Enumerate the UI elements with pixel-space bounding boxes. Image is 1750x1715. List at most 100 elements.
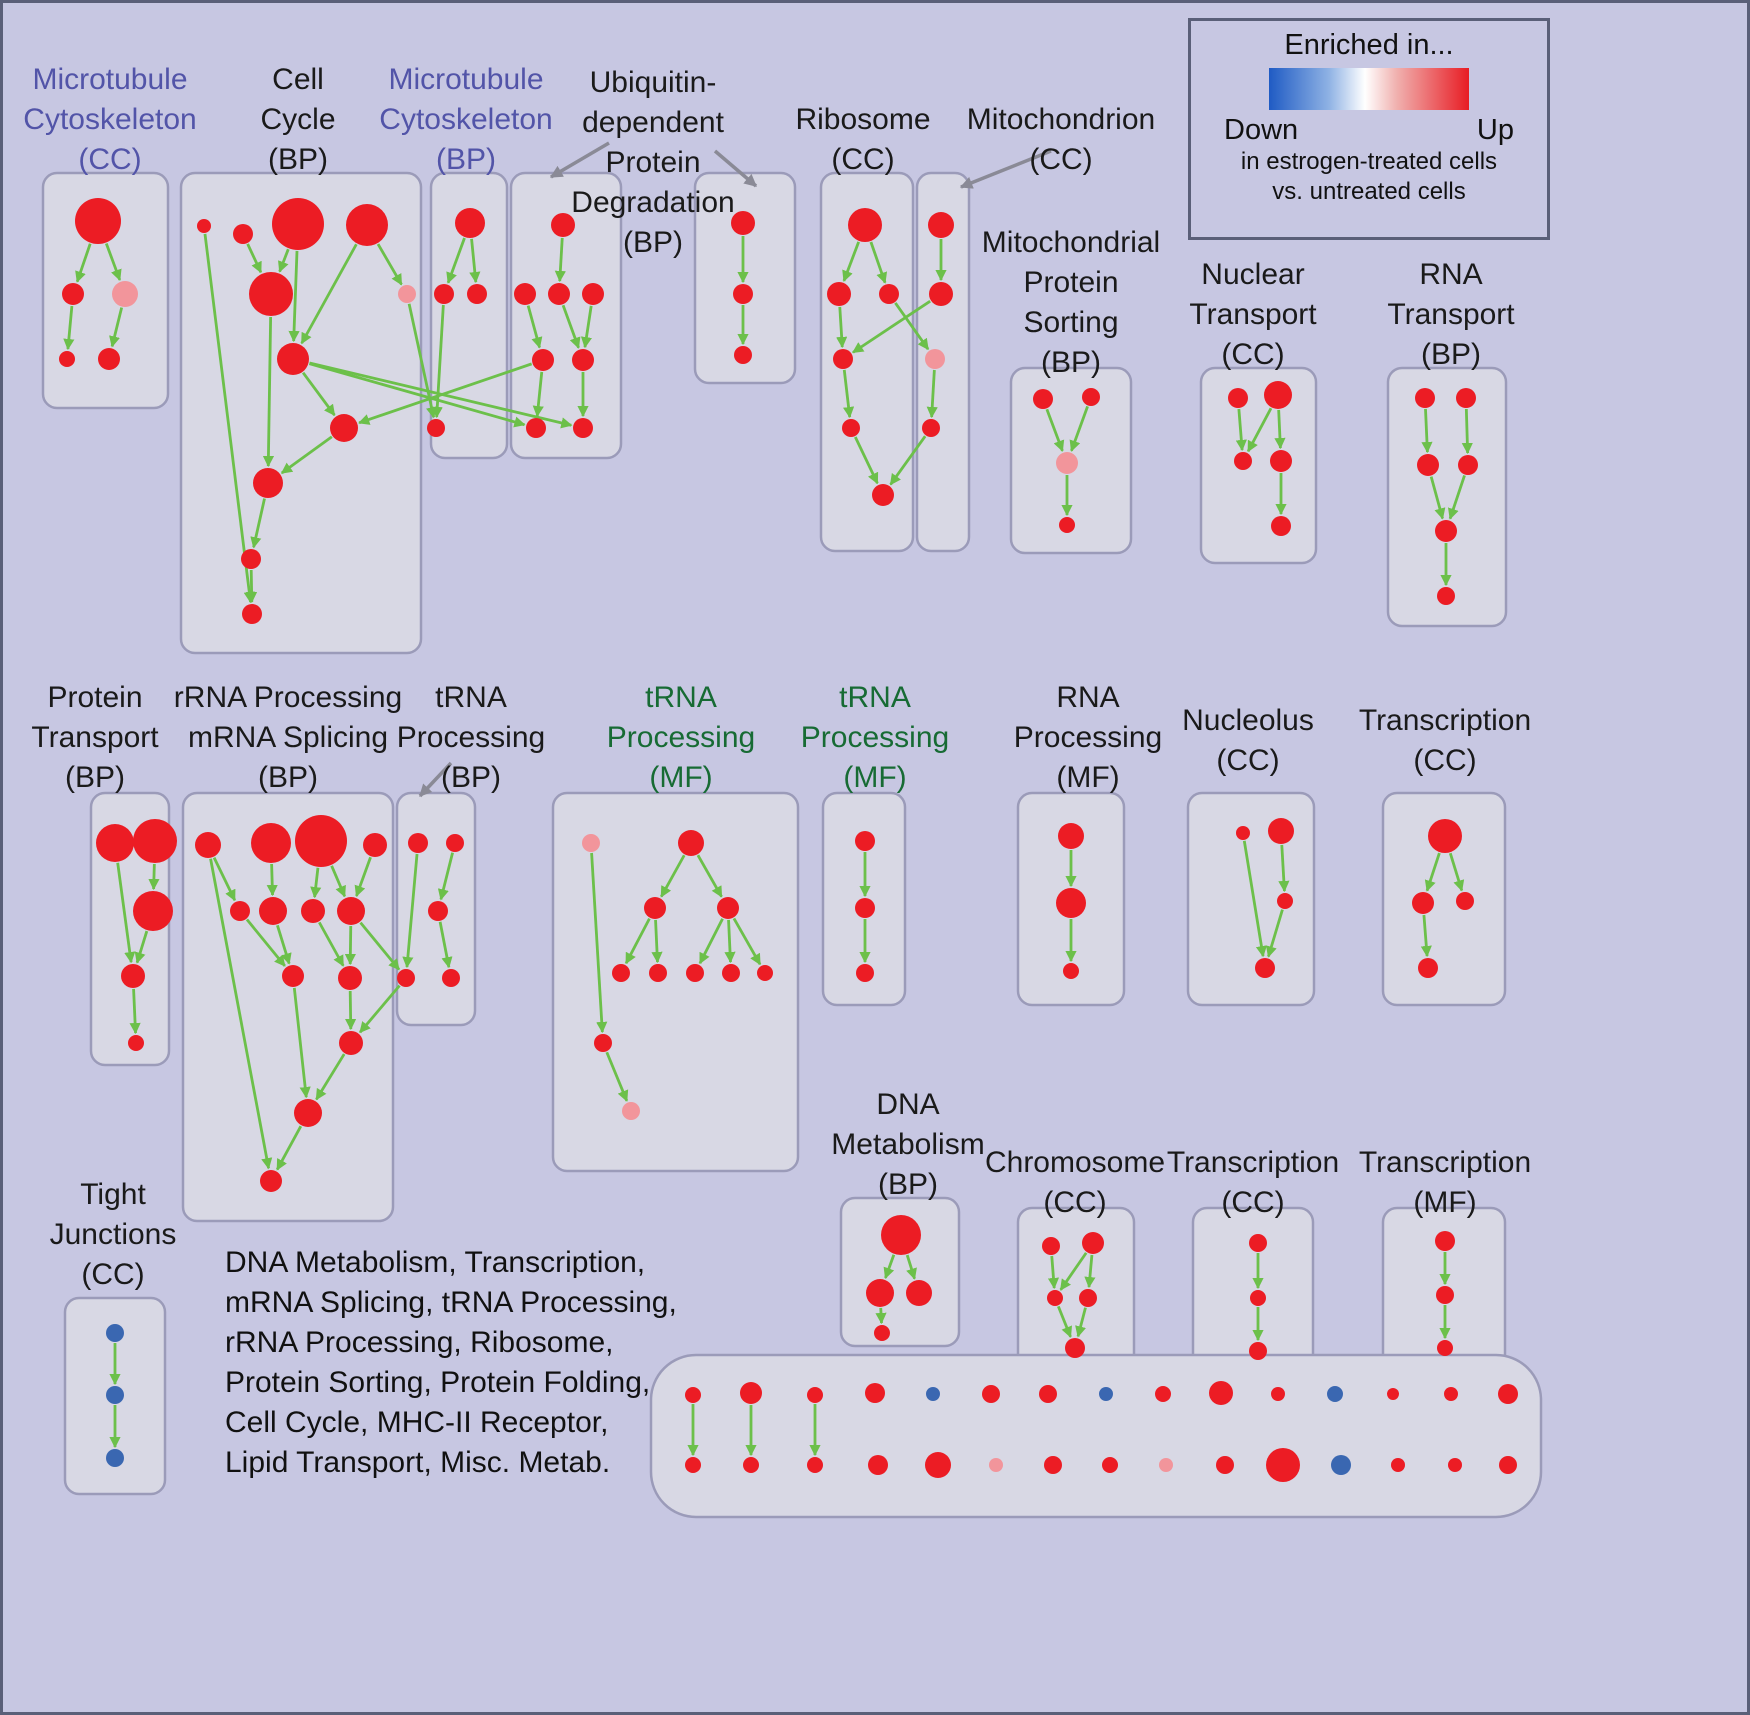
- node-rb1: [848, 208, 882, 242]
- edge-cc1-cc11: [203, 233, 255, 604]
- edge-pt4-pt5: [129, 988, 141, 1035]
- edge-rr3-rr7: [310, 867, 322, 899]
- node-mcc2: [62, 283, 84, 305]
- node-ms7b: [1044, 1456, 1062, 1474]
- edge-cc7-ub7: [308, 362, 526, 428]
- caption-line: Lipid Transport, Misc. Metab.: [225, 1446, 611, 1479]
- node-ub7: [526, 418, 546, 438]
- edge-tc1-tc2: [1424, 852, 1441, 892]
- edge-rt3-rt5: [1429, 476, 1446, 520]
- cluster-box-rt: [1386, 366, 1508, 628]
- edge-dm1-dm2: [883, 1254, 896, 1280]
- node-mbp1: [455, 208, 485, 238]
- node-ms6t: [982, 1385, 1000, 1403]
- node-pt4: [121, 964, 145, 988]
- node-cc9: [253, 468, 283, 498]
- edge-rr3-rr8: [330, 865, 346, 898]
- edge-rr1-rr13: [209, 858, 273, 1170]
- node-ms12t: [1327, 1386, 1343, 1402]
- edge-cc3-cc7: [288, 250, 300, 343]
- node-ms12b: [1331, 1455, 1351, 1475]
- node-ub2: [514, 283, 536, 305]
- node-cc6: [398, 285, 416, 303]
- edge-ch3-ch5: [1057, 1305, 1072, 1338]
- node-ch3: [1047, 1290, 1063, 1306]
- edge-rr1-rr5: [212, 856, 237, 902]
- node-nc2: [1268, 818, 1294, 844]
- node-nc3: [1277, 893, 1293, 909]
- node-mp3: [1056, 452, 1078, 474]
- node-rr13: [260, 1170, 282, 1192]
- caption-line: rRNA Processing, Ribosome,: [225, 1326, 614, 1359]
- edge-rb1-rb2: [842, 241, 860, 282]
- edge-rt2-rt4: [1461, 408, 1473, 455]
- node-ms4t: [865, 1383, 885, 1403]
- node-rr5: [230, 901, 250, 921]
- edge-rr5-rr9: [245, 918, 286, 967]
- edge-dm1-dm3: [905, 1254, 917, 1280]
- cluster-box-misc: [649, 1353, 1543, 1519]
- node-tm2: [678, 830, 704, 856]
- node-ms5b: [925, 1452, 951, 1478]
- node-tm6: [649, 964, 667, 982]
- node-tm8: [722, 964, 740, 982]
- node-nc4: [1255, 958, 1275, 978]
- node-rr2: [251, 823, 291, 863]
- edge-rr9-rr12: [292, 987, 311, 1099]
- node-nc1: [1236, 826, 1250, 840]
- edge-rt4-rt5: [1447, 474, 1466, 520]
- node-tb5: [442, 969, 460, 987]
- node-mcc5: [98, 348, 120, 370]
- cluster-box-trmf1: [551, 791, 800, 1173]
- edge-ub3-ub6: [561, 304, 581, 349]
- node-ms11t: [1271, 1387, 1285, 1401]
- node-ym3: [1437, 1340, 1453, 1356]
- node-dm4: [874, 1325, 890, 1341]
- legend-up-label: Up: [1476, 114, 1514, 146]
- edge-pt1-pt4: [116, 862, 136, 964]
- node-rr12: [294, 1099, 322, 1127]
- edge-ch4-ch5: [1075, 1307, 1087, 1338]
- node-rb5: [842, 419, 860, 437]
- edge-cc3-cc5: [278, 248, 290, 273]
- node-tn3: [856, 964, 874, 982]
- edge-rr2-rr6: [266, 863, 278, 897]
- node-cc8: [330, 414, 358, 442]
- node-mbp3: [467, 284, 487, 304]
- cluster-box-rrna: [181, 791, 395, 1223]
- node-tm4: [717, 897, 739, 919]
- edge-tm10-tm11: [605, 1051, 629, 1102]
- edge-mbp1-mbp3: [469, 238, 481, 284]
- edge-cc10-cc11: [245, 569, 258, 604]
- node-mcc3: [112, 281, 138, 307]
- node-mp2: [1082, 388, 1100, 406]
- node-ms8b: [1102, 1457, 1118, 1473]
- node-nt3: [1234, 452, 1252, 470]
- nodes-layer: [59, 198, 1518, 1482]
- node-ms2t: [740, 1382, 762, 1404]
- legend-down-label: Down: [1224, 114, 1299, 146]
- edge-rb3-mt3: [894, 302, 930, 351]
- edge-mbp2-mbp4: [431, 304, 445, 419]
- node-ms9t: [1155, 1386, 1171, 1402]
- node-tm1: [582, 834, 600, 852]
- node-rt5: [1435, 520, 1457, 542]
- node-ub1: [551, 213, 575, 237]
- edge-tm1-tm10: [590, 852, 608, 1034]
- edge-mcc2-mcc4: [63, 305, 75, 351]
- node-pt5: [128, 1035, 144, 1051]
- edge-tm3-tm6: [651, 919, 663, 964]
- edge-nc3-nc4: [1265, 909, 1284, 958]
- edge-cc5-cc9: [262, 316, 275, 468]
- edge-ub1-ub3: [554, 237, 566, 283]
- node-tj1: [106, 1324, 124, 1342]
- node-mt3: [925, 349, 945, 369]
- annotation-arrow-1: [713, 149, 758, 188]
- edges-layer: [63, 233, 1473, 1457]
- node-mbp2: [434, 284, 454, 304]
- node-mp1: [1033, 389, 1053, 409]
- node-rr11: [339, 1031, 363, 1055]
- node-ch2: [1082, 1232, 1104, 1254]
- node-rt1: [1415, 388, 1435, 408]
